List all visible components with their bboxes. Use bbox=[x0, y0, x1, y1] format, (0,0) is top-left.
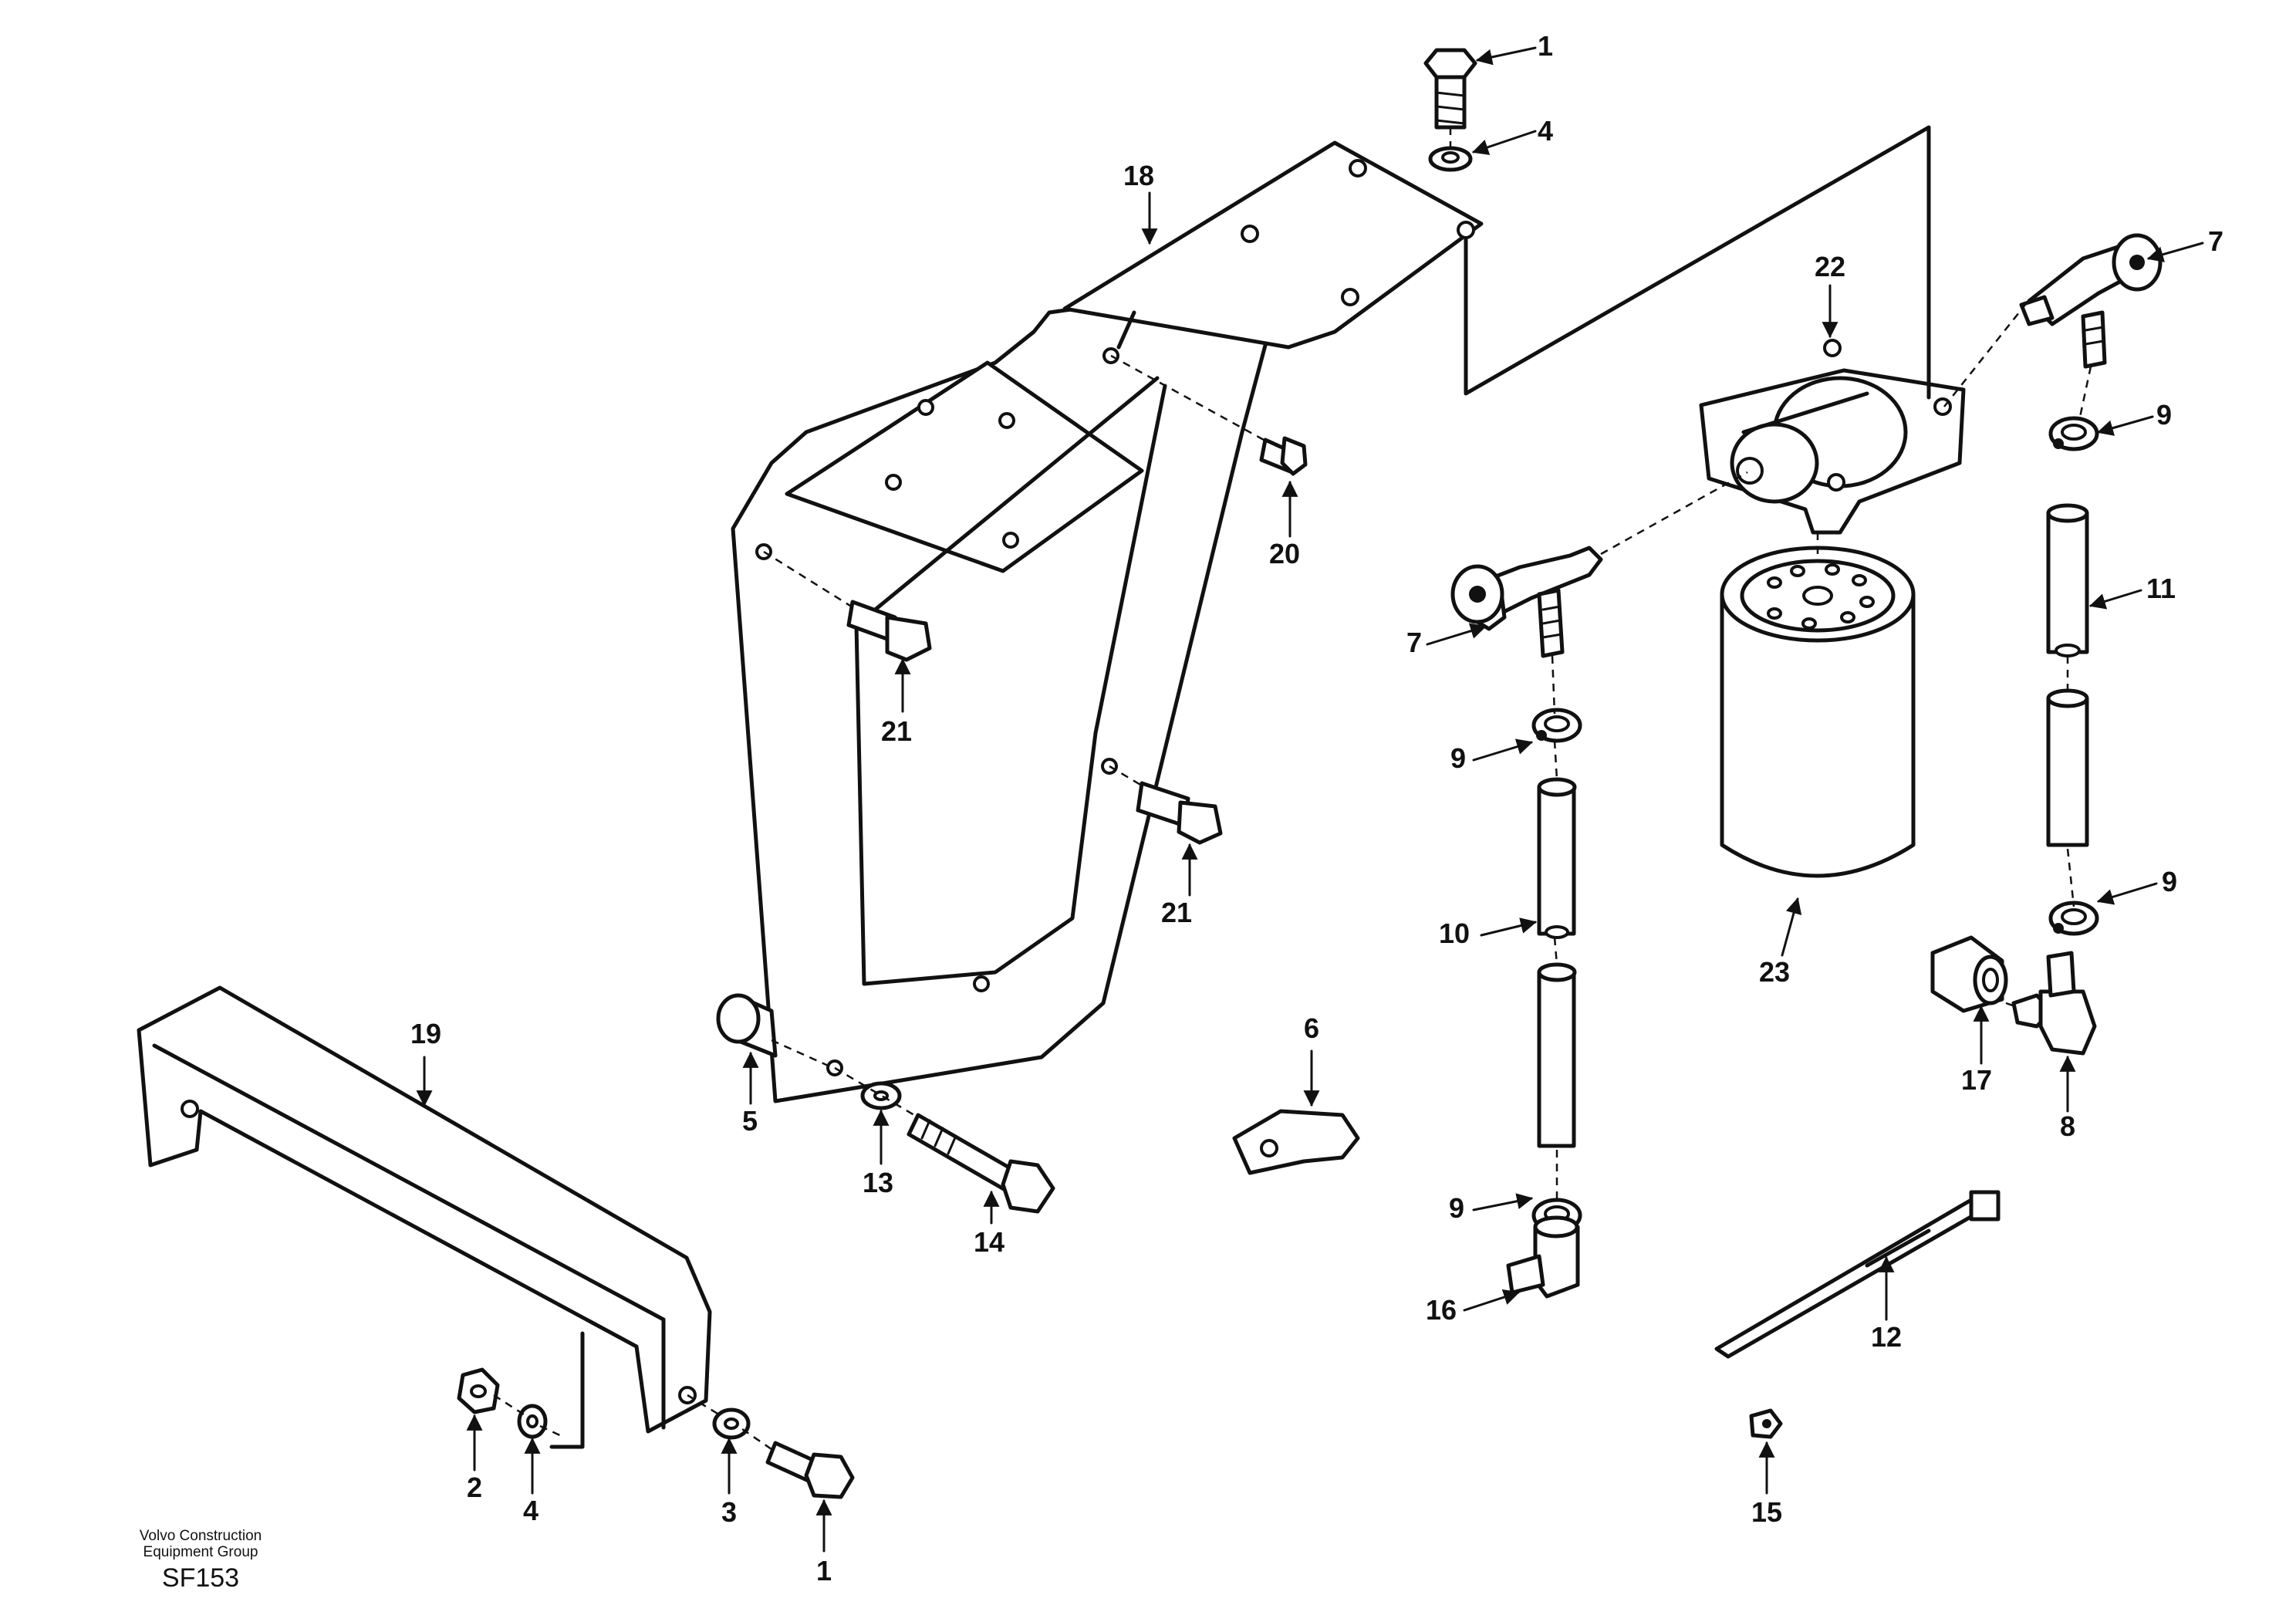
callout-15: 15 bbox=[1751, 1496, 1782, 1528]
callout-1: 1 bbox=[816, 1555, 832, 1587]
filter-head-22 bbox=[1699, 339, 1966, 535]
washer-4-top bbox=[1428, 146, 1473, 172]
callout-20: 20 bbox=[1269, 538, 1300, 569]
fitting-17 bbox=[1930, 935, 2008, 1013]
diagram-code: SF153 bbox=[161, 1563, 240, 1593]
callout-17: 17 bbox=[1961, 1064, 1992, 1096]
callout-13: 13 bbox=[863, 1167, 893, 1198]
screw-15 bbox=[1749, 1408, 1783, 1439]
bolt-21-upper bbox=[846, 600, 932, 662]
hose-clamp-9-c bbox=[2048, 901, 2099, 936]
cable-tie-12 bbox=[1714, 1190, 2001, 1359]
bolt-14 bbox=[907, 1113, 1055, 1214]
callout-numbers: 1 4 18 7 22 9 11 20 7 21 9 21 10 23 9 17… bbox=[410, 30, 2223, 1587]
callout-12: 12 bbox=[1871, 1321, 1902, 1353]
hose-11 bbox=[2046, 503, 2089, 847]
clamp-6 bbox=[1232, 1109, 1360, 1175]
bolt-21-lower bbox=[1136, 781, 1223, 845]
washer-4-bottom bbox=[517, 1404, 548, 1439]
callout-18: 18 bbox=[1123, 160, 1154, 191]
nut-2 bbox=[457, 1367, 500, 1414]
callout-16: 16 bbox=[1426, 1294, 1457, 1326]
valve-7-left bbox=[1450, 546, 1603, 658]
org-name-line-2: Equipment Group bbox=[143, 1544, 258, 1560]
callout-19: 19 bbox=[410, 1018, 441, 1049]
hose-clamp-9-a bbox=[2048, 416, 2099, 451]
callout-1: 1 bbox=[1538, 30, 1553, 62]
callout-21: 21 bbox=[1161, 897, 1192, 928]
leader-lines bbox=[416, 46, 2204, 1553]
callout-11: 11 bbox=[2146, 573, 2176, 604]
callout-4: 4 bbox=[1538, 115, 1553, 147]
callout-6: 6 bbox=[1304, 1012, 1319, 1044]
washer-3 bbox=[712, 1407, 751, 1440]
bolt-1-bottom bbox=[765, 1441, 855, 1499]
washer-13 bbox=[860, 1081, 902, 1110]
callout-5: 5 bbox=[742, 1105, 758, 1137]
callout-23: 23 bbox=[1759, 956, 1790, 988]
callout-9: 9 bbox=[2162, 866, 2177, 897]
lower-bracket-19 bbox=[137, 985, 712, 1449]
hose-clamp-9-b bbox=[1531, 708, 1582, 743]
callout-14: 14 bbox=[974, 1226, 1004, 1258]
callout-10: 10 bbox=[1439, 917, 1470, 949]
callout-9: 9 bbox=[2156, 399, 2172, 431]
bolt-1-top bbox=[1423, 48, 1477, 130]
spacer-5 bbox=[716, 993, 778, 1058]
org-name-line-1: Volvo Construction bbox=[139, 1528, 262, 1544]
hose-10 bbox=[1537, 777, 1577, 1148]
diagram-footer: Volvo Construction Equipment Group SF153 bbox=[93, 1528, 309, 1594]
bolt-20 bbox=[1259, 436, 1308, 476]
fuel-filter-23 bbox=[1720, 546, 1916, 878]
callout-2: 2 bbox=[467, 1472, 482, 1503]
callout-9: 9 bbox=[1449, 1192, 1464, 1224]
mounting-bracket-18 bbox=[731, 140, 1484, 1103]
assembly-lines bbox=[493, 125, 2092, 1451]
callout-7: 7 bbox=[2208, 225, 2223, 257]
elbow-16 bbox=[1506, 1215, 1580, 1299]
callout-9: 9 bbox=[1450, 742, 1466, 774]
callout-8: 8 bbox=[2060, 1110, 2075, 1142]
callout-21: 21 bbox=[881, 715, 912, 747]
callout-3: 3 bbox=[721, 1496, 737, 1528]
valve-7-right bbox=[2019, 233, 2163, 369]
callout-7: 7 bbox=[1406, 627, 1422, 658]
elbow-8 bbox=[2011, 951, 2097, 1056]
callout-4: 4 bbox=[523, 1495, 539, 1526]
callout-22: 22 bbox=[1815, 251, 1845, 282]
